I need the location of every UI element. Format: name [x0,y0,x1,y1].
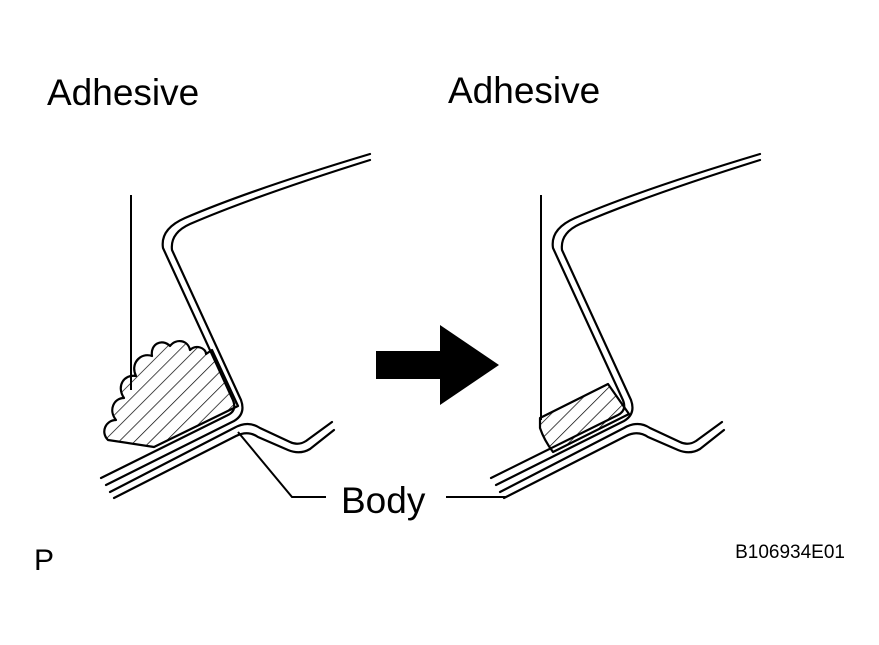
glass-panel-inner-right [494,158,762,487]
body-leader-left [237,431,326,498]
glass-panel-outer [99,152,372,480]
excess-adhesive-bead [103,340,240,449]
after-panel: Adhesive [448,70,762,500]
body-label: Body [341,480,426,521]
figure-code: B106934E01 [735,542,845,563]
right-arrow-icon [376,325,499,405]
body-flange-inner [112,428,336,500]
body-flange-outer-right [498,420,724,494]
body-flange-outer [108,420,334,494]
glass-panel-outer-right [489,152,762,480]
corner-mark-p: P [34,544,54,577]
adhesive-label-left: Adhesive [47,72,199,113]
before-panel: Adhesive [47,72,372,500]
trimmed-adhesive-bead [538,382,631,454]
adhesive-label-right: Adhesive [448,70,600,111]
glass-panel-inner [104,158,372,487]
body-flange-inner-right [502,428,726,500]
